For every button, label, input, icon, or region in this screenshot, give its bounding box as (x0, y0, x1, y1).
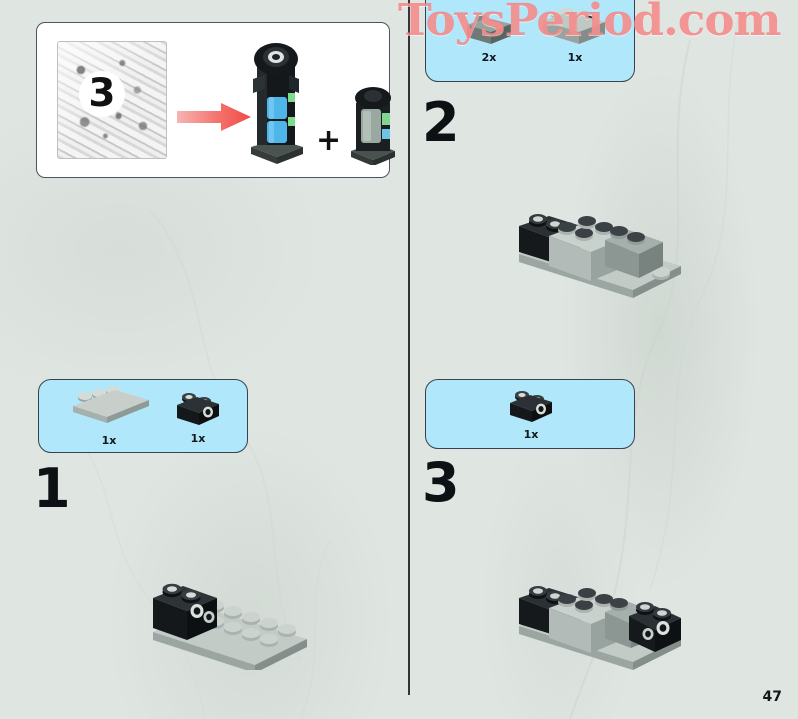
assembly-figure-step-2 (519, 214, 681, 298)
step-number-1: 1 (33, 457, 71, 520)
step-number-3: 3 (422, 451, 460, 514)
bag-number-badge: 3 (79, 71, 125, 117)
part-qty-label: 2x (481, 51, 497, 64)
completed-model-image (251, 43, 303, 164)
technic-brick-1x2-black-icon (177, 393, 219, 425)
technic-brick-1x2-black-icon (510, 391, 552, 422)
part-item-plate-2x6-light-gray: 1x (61, 386, 157, 447)
assembly-figure-step-1 (153, 583, 307, 670)
site-watermark: ToysPeriod.com (398, 0, 781, 46)
plate-2x6-light-gray-icon (73, 386, 149, 423)
secondary-model-image (351, 87, 395, 165)
brick-1x2-dark-gray-icon (467, 15, 511, 44)
bag-overview-inset: 3 (36, 22, 395, 178)
parts-callout-step-3: 1x (425, 379, 635, 449)
part-qty-label: 1x (101, 434, 117, 447)
part-qty-label: 1x (567, 51, 583, 64)
arrow-right-icon (177, 103, 251, 131)
step-number-2: 2 (422, 91, 460, 154)
assembly-figure-step-3 (519, 586, 681, 670)
parts-callout-step-2: 2x 1x (425, 0, 635, 82)
part-qty-label: 1x (190, 432, 206, 445)
part-qty-label: 1x (523, 428, 539, 441)
page-number: 47 (762, 689, 782, 705)
parts-callout-step-1: 1x 1x (38, 379, 248, 453)
part-item-technic-brick-1x2-black: 1x (500, 388, 562, 441)
part-item-technic-brick-1x2-black: 1x (167, 390, 229, 445)
part-item-brick-2x4-light-gray: 1x (531, 3, 619, 64)
plus-symbol: + (316, 123, 342, 158)
brick-2x4-light-gray-icon (543, 7, 605, 44)
column-divider (408, 0, 410, 695)
part-item-brick-1x2-dark-gray: 2x (452, 13, 526, 64)
